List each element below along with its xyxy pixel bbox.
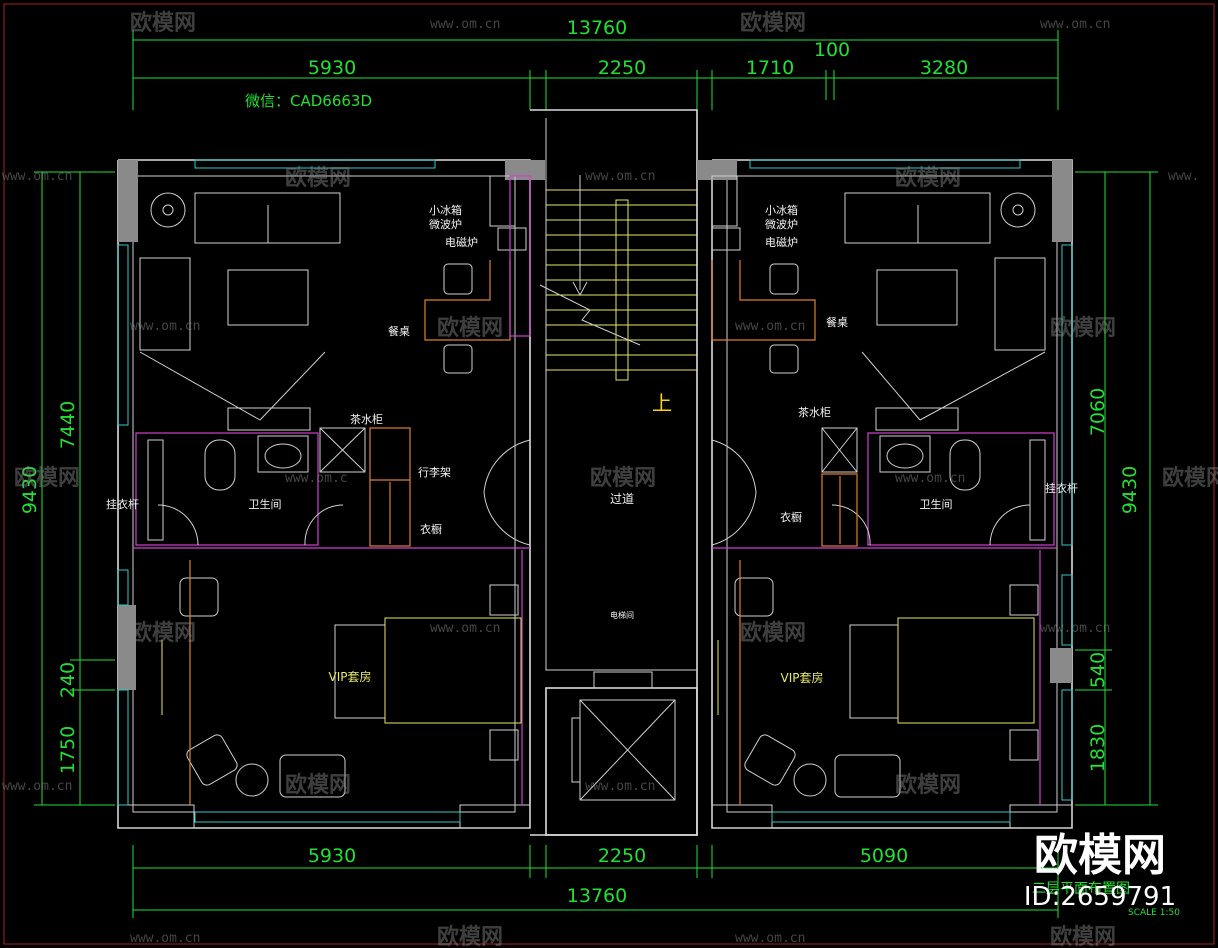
dim-top-mid: 2250 — [598, 57, 646, 79]
corridor-doors — [483, 439, 757, 546]
dim-right-upper: 7060 — [1087, 388, 1109, 436]
watermark-brand: 欧模网 — [590, 465, 656, 491]
left-fridge-label: 小冰箱 — [429, 203, 462, 217]
dim-top-r3: 3280 — [920, 57, 968, 79]
model-id: ID:2659791 — [1024, 882, 1176, 912]
watermark-brand: 欧模网 — [437, 924, 503, 948]
watermark-brand: 欧模网 — [130, 620, 196, 646]
left-suite — [133, 175, 531, 805]
elevator-room-label: 电梯间 — [610, 610, 634, 620]
dim-bottom-mid: 2250 — [598, 845, 646, 867]
dim-top-total: 13760 — [567, 17, 627, 39]
right-wardrobe-label: 衣橱 — [780, 510, 802, 524]
watermark-url: www.om.cn — [895, 471, 965, 486]
watermark-url: www.om.cn — [735, 319, 805, 334]
dim-bottom-right: 5090 — [860, 845, 908, 867]
left-wardrobe-label: 衣橱 — [420, 522, 442, 536]
dim-right-540: 540 — [1087, 652, 1109, 688]
left-tea-cabinet-label: 茶水柜 — [350, 413, 383, 426]
bottom-dimensions: 5930 2250 5090 13760 — [132, 845, 1059, 918]
left-bathroom-label: 卫生间 — [249, 497, 282, 511]
dim-top-left: 5930 — [308, 57, 356, 79]
sheet-title: 二层平面布置图 — [1032, 881, 1130, 897]
left-induction-label: 电磁炉 — [445, 236, 478, 249]
windows — [117, 159, 1073, 823]
watermark-brand: 欧模网 — [437, 315, 503, 341]
dim-left-240: 240 — [57, 662, 79, 698]
column-nc2 — [697, 160, 737, 180]
column-ne — [1052, 160, 1072, 242]
right-suite-label: VIP套房 — [781, 670, 824, 685]
watermark-url: www.om.cn — [585, 779, 655, 794]
dim-bottom-total: 13760 — [567, 885, 627, 907]
left-dining-label: 餐桌 — [388, 324, 410, 338]
watermark-url: www.om.cn — [130, 319, 200, 334]
watermark-url: www.om.cn — [1040, 621, 1110, 636]
watermark-url: www.om.c — [285, 471, 348, 486]
watermark-url: www.om.cn — [430, 17, 500, 32]
watermark-url: www.om.cn — [1040, 17, 1110, 32]
left-microwave-label: 微波炉 — [429, 217, 462, 231]
staircase — [539, 175, 697, 381]
watermark-url: www.om.cn — [130, 931, 200, 946]
watermark-brand: 欧模网 — [895, 772, 961, 798]
column-nc — [505, 160, 545, 180]
left-suite-label: VIP套房 — [329, 669, 372, 684]
right-dining-label: 餐桌 — [826, 315, 848, 329]
watermark-brand: 欧模网 — [740, 620, 806, 646]
elevator — [571, 671, 676, 801]
watermark-url: www.om.cn — [585, 169, 655, 184]
dim-left-1750: 1750 — [57, 726, 79, 774]
right-microwave-label: 微波炉 — [765, 217, 798, 231]
watermark-brand: 欧模网 — [895, 165, 961, 191]
dim-top-r1: 1710 — [746, 57, 794, 79]
watermark-brand: 欧模网 — [740, 10, 806, 36]
right-suite — [711, 175, 1057, 805]
left-dimensions: 7440 9430 240 1750 — [19, 171, 115, 806]
watermark-brand: 欧模网 — [1050, 924, 1116, 948]
dim-left-upper: 7440 — [57, 401, 79, 449]
column-nw — [118, 160, 138, 242]
right-tea-cabinet-label: 茶水柜 — [798, 406, 831, 419]
dim-left-total: 9430 — [19, 466, 41, 514]
corridor-label: 过道 — [610, 492, 634, 506]
wall-sw — [117, 804, 195, 829]
drawing-frame — [3, 3, 1215, 945]
watermark-url: www. — [1168, 169, 1199, 184]
right-dimensions: 7060 9430 540 1830 — [1075, 171, 1158, 806]
watermark-brand: 欧模网 — [1050, 315, 1116, 341]
column-e — [1050, 648, 1072, 683]
stair-up-label: 上 — [652, 391, 672, 415]
right-bathroom-label: 卫生间 — [920, 497, 953, 511]
dim-top-r2: 100 — [814, 39, 850, 61]
left-luggage-label: 行李架 — [418, 465, 451, 479]
watermark-url: www.om.cn — [2, 169, 72, 184]
wechat-label: 微信：CAD6663D — [245, 92, 372, 110]
watermark-brand: 欧模网 — [1162, 465, 1218, 491]
top-dimensions: 13760 5930 2250 1710 100 3280 — [132, 17, 1059, 110]
watermark-brand: 欧模网 — [285, 165, 351, 191]
watermark-url: www.om.cn — [430, 621, 500, 636]
scale-label: SCALE 1:50 — [1128, 908, 1180, 918]
dim-right-total: 9430 — [1119, 466, 1141, 514]
left-hanger-label: 挂衣杆 — [106, 497, 139, 511]
column-w — [118, 605, 136, 690]
dim-right-1830: 1830 — [1087, 724, 1109, 772]
dim-bottom-left: 5930 — [308, 845, 356, 867]
watermark-brand: 欧模网 — [130, 10, 196, 36]
watermark-url: www.om.cn — [2, 779, 72, 794]
watermarks: 欧模网 欧模网 欧模网 欧模网 欧模网 欧模网 欧模网 欧模网 欧模网 欧模网 … — [2, 10, 1218, 948]
right-fridge-label: 小冰箱 — [765, 203, 798, 217]
right-induction-label: 电磁炉 — [765, 236, 798, 249]
watermark-url: www.om.cn — [735, 931, 805, 946]
right-hanger-label: 挂衣杆 — [1045, 481, 1078, 495]
watermark-brand: 欧模网 — [285, 772, 351, 798]
brand-logo: 欧模网 — [1034, 830, 1166, 881]
watermark-brand: 欧模网 — [14, 465, 80, 491]
